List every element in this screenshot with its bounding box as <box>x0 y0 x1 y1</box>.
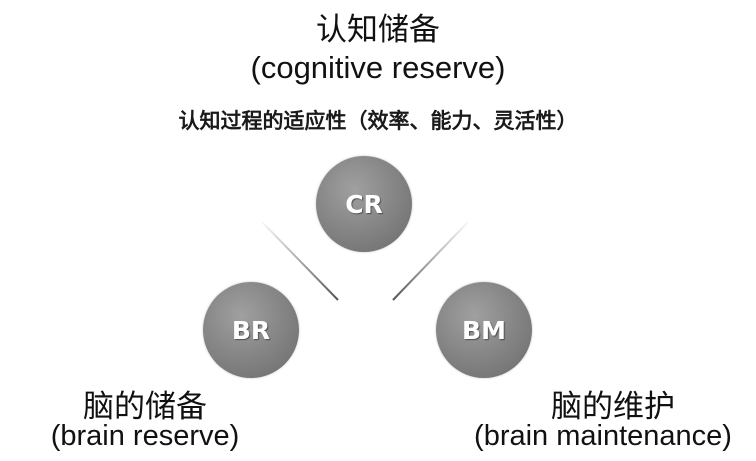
connector-line-left <box>261 221 339 301</box>
node-cr-label: CR <box>345 189 383 219</box>
node-bm-label: BM <box>462 315 506 345</box>
connector-line-right <box>392 221 469 301</box>
node-br: BR <box>203 282 299 378</box>
cognitive-reserve-title-en: (cognitive reserve) <box>250 50 506 85</box>
brain-reserve-title-en: (brain reserve) <box>50 420 240 452</box>
brain-maintenance-title-zh: 脑的维护 <box>551 389 675 425</box>
cognitive-reserve-description: 认知过程的适应性（效率、能力、灵活性） <box>178 109 578 133</box>
brain-maintenance-title-en: (brain maintenance) <box>474 420 732 452</box>
cognitive-reserve-title-zh: 认知储备 <box>316 12 440 48</box>
node-br-label: BR <box>231 315 271 345</box>
brain-reserve-title-zh: 脑的储备 <box>83 389 207 425</box>
node-cr: CR <box>316 156 412 252</box>
node-bm: BM <box>436 282 532 378</box>
